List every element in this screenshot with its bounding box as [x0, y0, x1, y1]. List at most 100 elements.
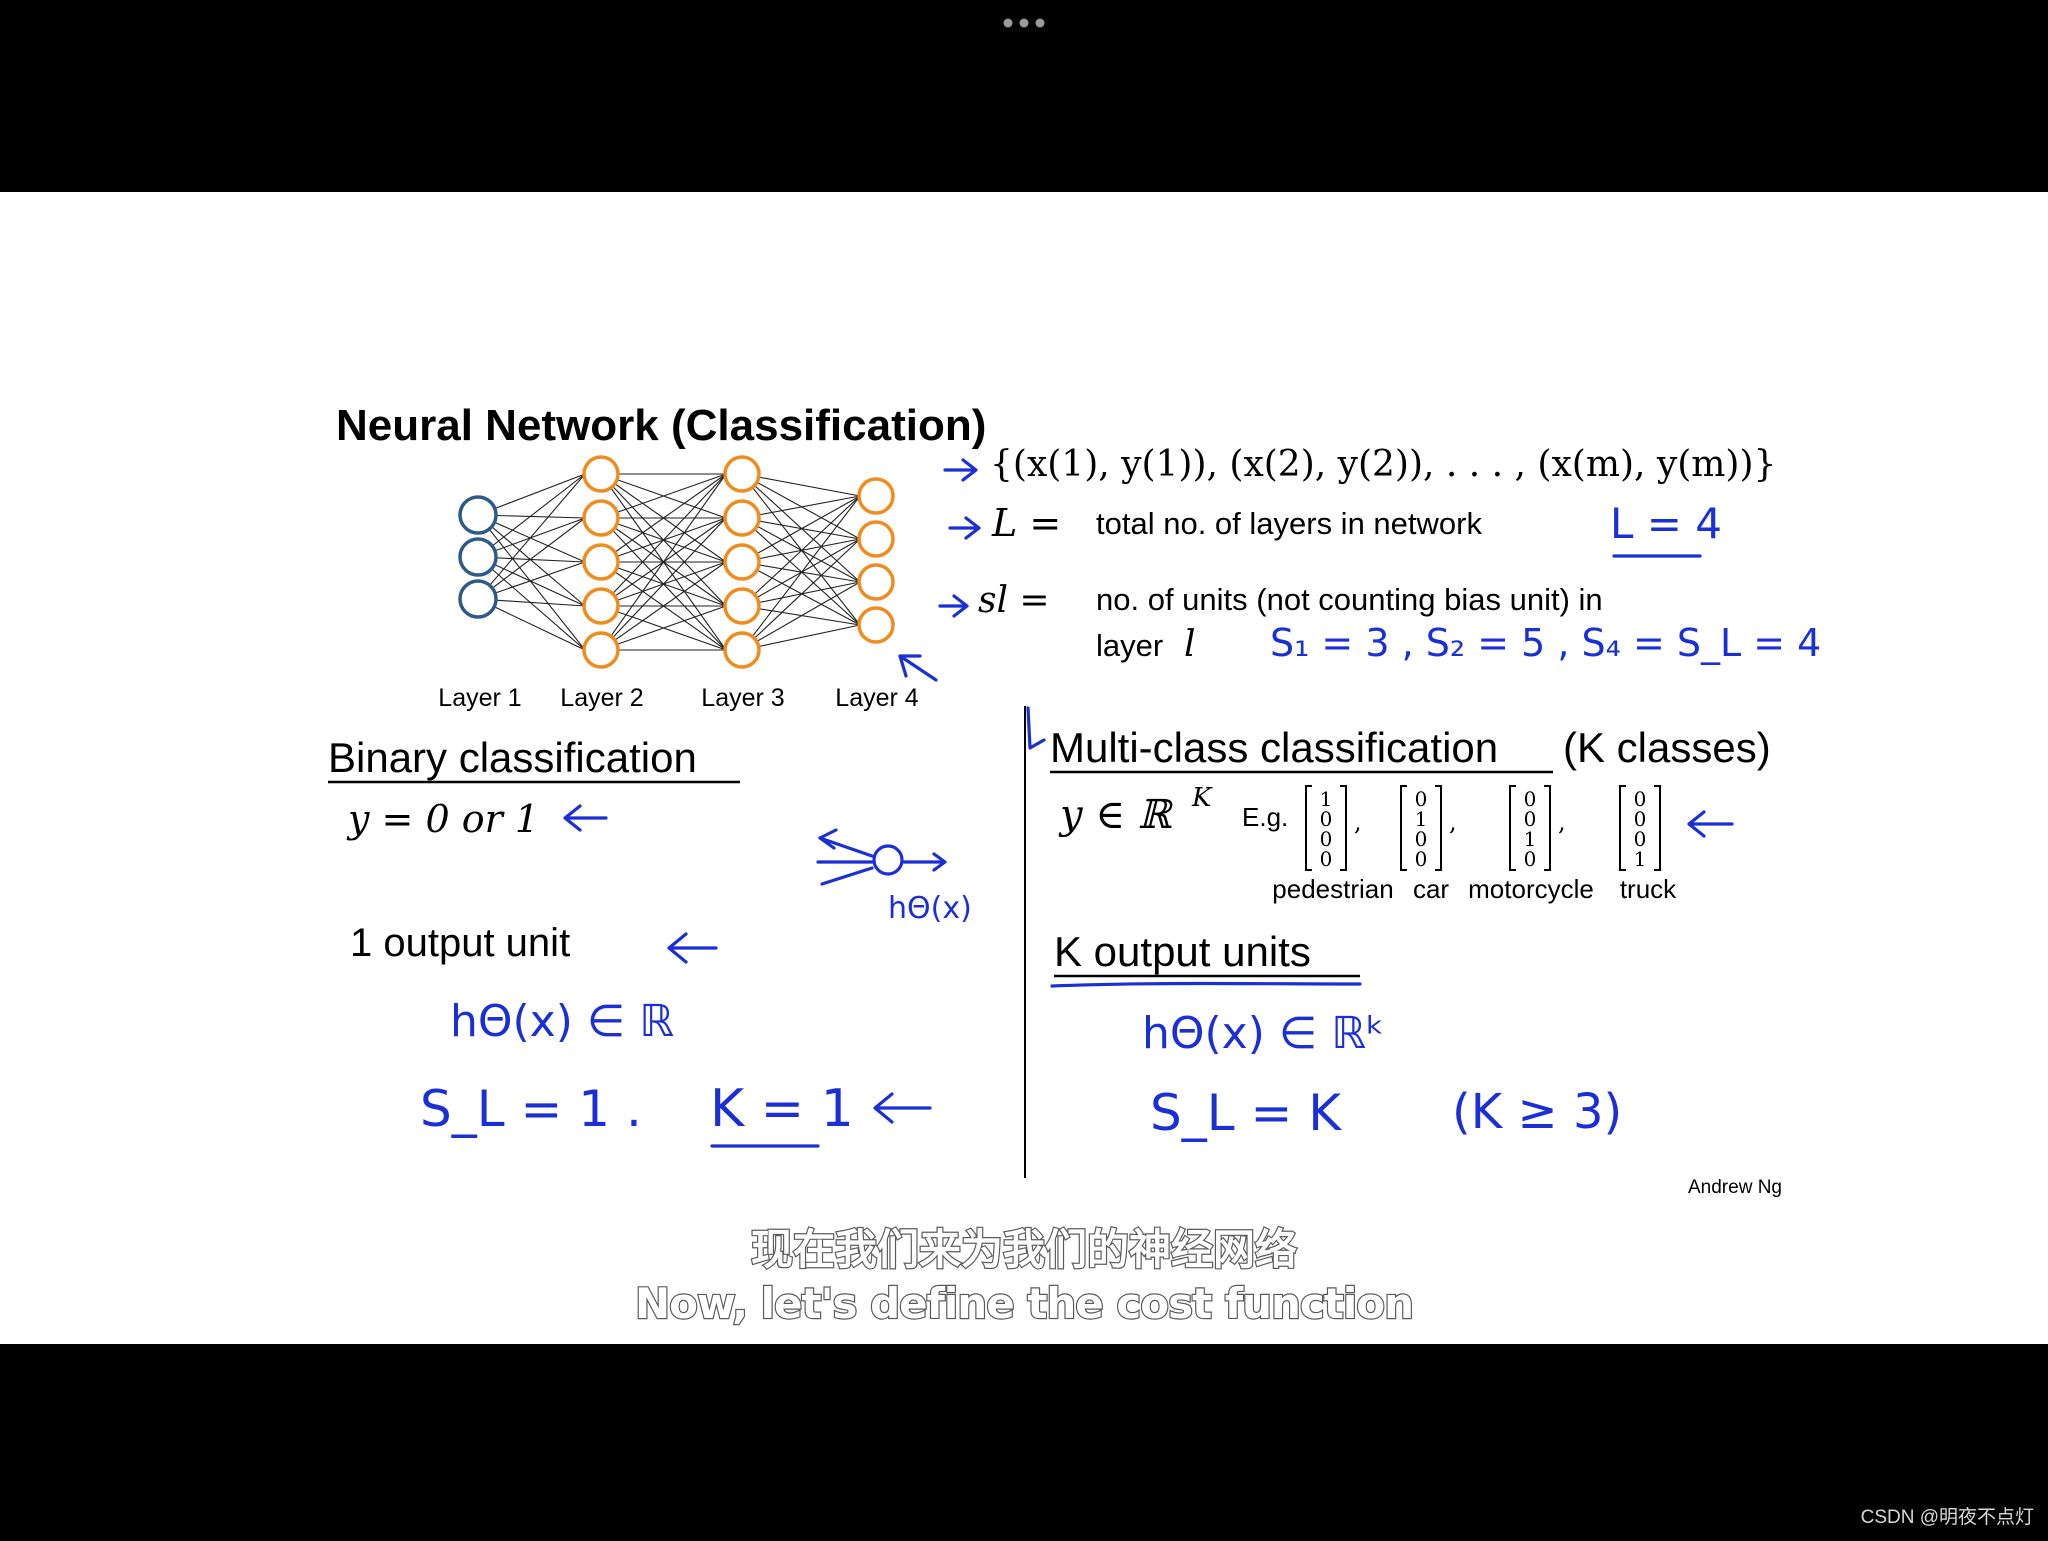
- vector-comma: ,: [1558, 808, 1566, 836]
- sl-one-annotation: S_L = 1 .: [420, 1080, 642, 1138]
- multi-y-superscript: K: [1191, 783, 1213, 813]
- multi-output: K output units: [1054, 928, 1311, 975]
- network-edge: [741, 581, 861, 651]
- network-edge: [741, 495, 861, 563]
- svg-text:sl =: sl =: [978, 580, 1050, 621]
- network-edge: [741, 624, 861, 651]
- vector-entry: 1: [1415, 807, 1428, 831]
- h-real-annotation: hΘ(x) ∈ ℝ: [450, 996, 674, 1047]
- binary-y: y = 0 or 1: [346, 797, 539, 841]
- svg-text:total no. of layers in network: total no. of layers in network: [1096, 506, 1482, 541]
- network-node-layer-2: [582, 543, 620, 581]
- training-set-formula: {(x(1), y(1)), (x(2), y(2)), . . . , (x(…: [943, 444, 1776, 485]
- network-node-layer-2: [582, 631, 620, 669]
- author-credit: Andrew Ng: [1688, 1177, 1782, 1198]
- vector-entry: 1: [1524, 827, 1537, 851]
- network-node-layer-3: [723, 631, 761, 669]
- vector-bracket: [1619, 785, 1661, 871]
- network-edge: [477, 598, 586, 651]
- class-pedestrian: pedestrian: [1272, 874, 1393, 904]
- network-edge: [600, 473, 727, 607]
- network-node-layer-3: [723, 587, 761, 625]
- network-edge: [741, 495, 861, 651]
- vector-entry: 0: [1634, 787, 1647, 811]
- vector-entry: 1: [1320, 787, 1333, 811]
- arrow-annotation: [1687, 810, 1734, 838]
- subtitle-en: Now, let's define the cost function: [635, 1279, 1413, 1328]
- s-values-annotation: S₁ = 3 , S₂ = 5 , S₄ = S_L = 4: [1270, 621, 1821, 665]
- vector-entry: 1: [1634, 847, 1647, 871]
- network-edge: [477, 473, 586, 600]
- sl-k-annotation: S_L = K: [1150, 1084, 1342, 1142]
- svg-text:l: l: [1184, 624, 1196, 665]
- vector-entry: 0: [1320, 847, 1333, 871]
- network-node-layer-4: [857, 477, 895, 515]
- network-node-layer-1: [458, 537, 498, 577]
- h-realk-annotation: hΘ(x) ∈ ℝᵏ: [1142, 1008, 1385, 1059]
- multi-y: y ∈ ℝ: [1058, 792, 1174, 838]
- network-node-layer-3: [723, 543, 761, 581]
- vector-entry: 0: [1415, 847, 1428, 871]
- network-edge: [477, 517, 586, 600]
- network-edge: [741, 538, 861, 651]
- vector-comma: ,: [1449, 808, 1457, 836]
- svg-text:K = 1: K = 1: [710, 1079, 854, 1139]
- multi-title: Multi-class classification: [1050, 724, 1498, 771]
- vector-entry: 0: [1634, 827, 1647, 851]
- svg-text:{(x(1), y(1)), (x(2), y(2)), .: {(x(1), y(1)), (x(2), y(2)), . . . , (x(…: [990, 444, 1776, 485]
- vector-entry: 0: [1634, 807, 1647, 831]
- network-edge: [600, 605, 727, 651]
- arrow-annotation: [898, 654, 938, 682]
- more-dots-icon[interactable]: [1003, 18, 1045, 28]
- watermark: CSDN @明夜不点灯: [1861, 1506, 2034, 1528]
- svg-text:L =: L =: [991, 501, 1061, 545]
- vector-entry: 0: [1320, 827, 1333, 851]
- network-edge: [477, 514, 586, 651]
- vector-entry: 0: [1415, 787, 1428, 811]
- network-node-layer-3: [723, 499, 761, 537]
- slide-title: Neural Network (Classification): [336, 401, 986, 450]
- svg-text:L = 4: L = 4: [1610, 499, 1722, 548]
- vector-entry: 0: [1320, 807, 1333, 831]
- units-definition: sl = no. of units (not counting bias uni…: [938, 580, 1603, 665]
- arrow-annotation: [563, 804, 608, 832]
- layer-label-2: Layer 2: [560, 684, 643, 712]
- network-node-layer-4: [857, 606, 895, 644]
- network-node-layer-2: [582, 455, 620, 493]
- output-node-sketch: hΘ(x): [816, 828, 972, 926]
- binary-output: 1 output unit: [350, 921, 570, 965]
- hook-annotation: [1026, 706, 1046, 750]
- network-node-layer-2: [582, 587, 620, 625]
- L-equals-4-annotation: L = 4: [1610, 499, 1722, 558]
- underline-annotation: [1050, 981, 1362, 988]
- binary-title: Binary classification: [328, 734, 697, 781]
- multi-suffix: (K classes): [1563, 724, 1771, 771]
- layer-label-3: Layer 3: [701, 684, 784, 712]
- arrow-annotation: [667, 932, 718, 964]
- arrow-annotation: [873, 1092, 932, 1124]
- h-theta-annotation: hΘ(x): [888, 891, 972, 926]
- class-truck: truck: [1620, 874, 1677, 904]
- network-node-layer-3: [723, 455, 761, 493]
- network-edge: [600, 473, 727, 563]
- layers-definition: L = total no. of layers in network: [948, 501, 1482, 545]
- network-edge: [600, 473, 727, 651]
- svg-text:layer: layer: [1096, 628, 1163, 663]
- network-diagram: [458, 455, 895, 669]
- network-node-layer-4: [857, 520, 895, 558]
- network-edge: [477, 514, 586, 607]
- network-edge: [600, 517, 727, 651]
- k-one-annotation: K = 1: [710, 1079, 854, 1148]
- network-node-layer-1: [458, 495, 498, 535]
- network-node-layer-4: [857, 563, 895, 601]
- vector-entry: 0: [1415, 827, 1428, 851]
- network-edge: [477, 473, 586, 558]
- vector-entry: 0: [1524, 807, 1537, 831]
- vector-bracket: [1509, 785, 1551, 871]
- vector-entry: 0: [1524, 847, 1537, 871]
- network-edge: [741, 495, 861, 519]
- network-node-layer-1: [458, 579, 498, 619]
- network-edge: [741, 473, 861, 497]
